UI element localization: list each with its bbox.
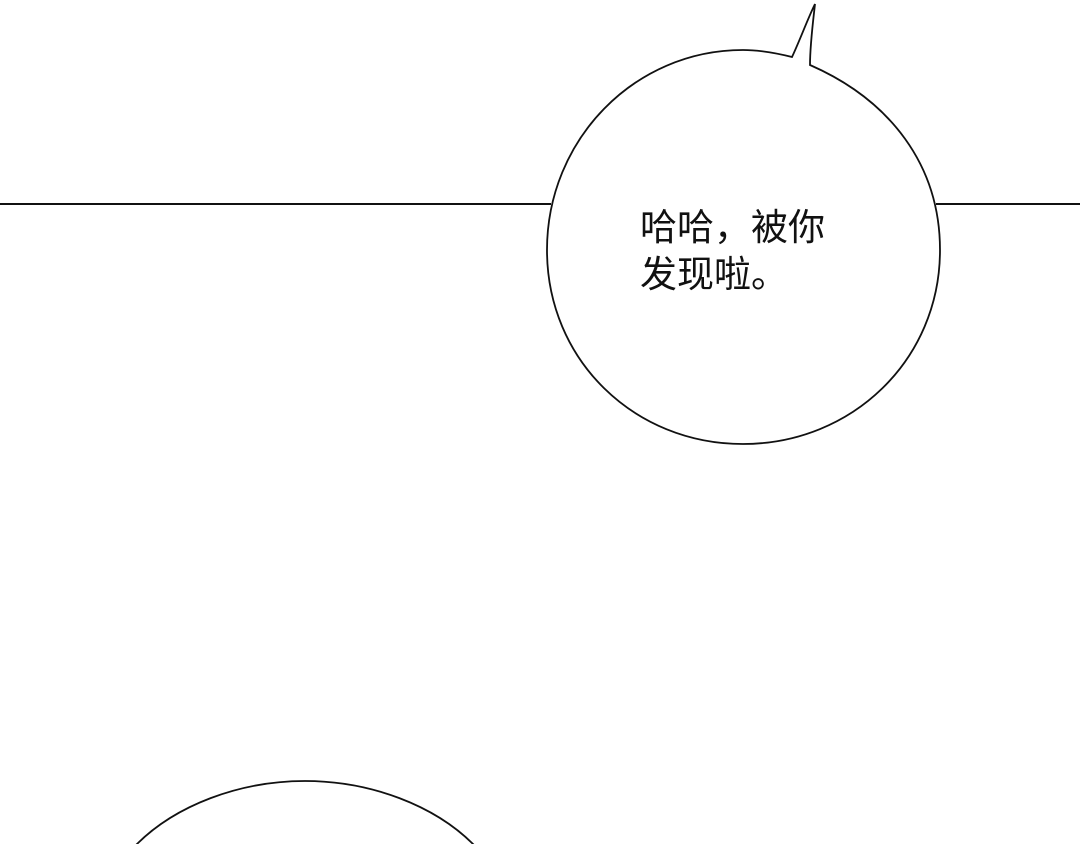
speech-bubble-shape	[546, 3, 941, 445]
speech-bubble-text: 哈哈，被你 发现啦。	[640, 204, 860, 298]
speech-line-2: 发现啦。	[640, 253, 788, 296]
speech-bubble-partial	[135, 780, 475, 844]
speech-line-1: 哈哈，被你	[640, 206, 825, 249]
